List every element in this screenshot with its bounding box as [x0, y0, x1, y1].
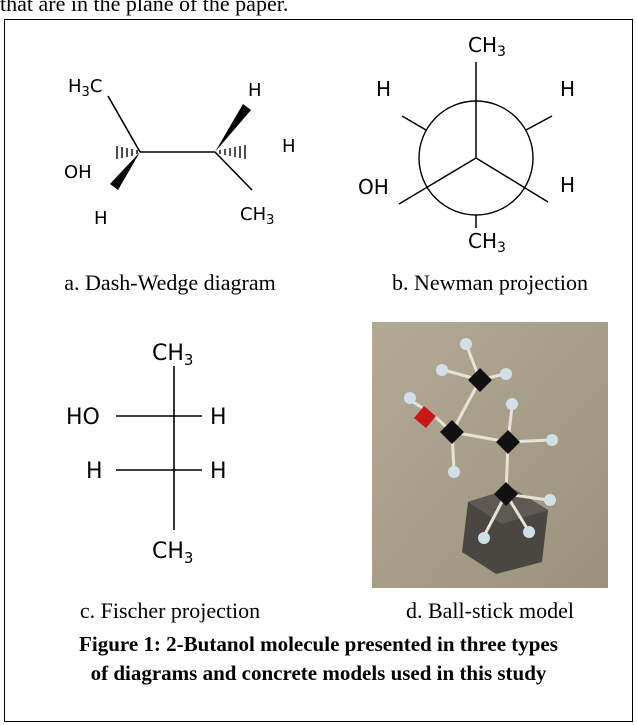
preceding-text-fragment: that are in the plane of the paper. — [0, 0, 289, 16]
hydrogen-atom — [478, 532, 490, 544]
oxygen-atom — [414, 406, 436, 428]
fischer-projection: CH3 HO H H H CH3 — [66, 341, 227, 567]
bond-c2-ch3 — [214, 151, 253, 191]
label-h-right-bottom: H — [560, 173, 575, 197]
label-h-right-top: H — [560, 77, 575, 101]
bond-c1-ch3 — [107, 95, 141, 153]
figure-caption-line-2: of diagrams and concrete models used in … — [90, 661, 547, 685]
label-oh: OH — [64, 162, 92, 183]
hydrogen-atom — [448, 466, 460, 478]
ball-stick-model-illustration — [372, 322, 608, 588]
label-h-left: H — [86, 459, 103, 484]
carbon-atom — [468, 368, 492, 392]
label-h-left: H — [94, 208, 108, 229]
wedge-bond-h-top — [215, 104, 251, 152]
ball-stick-model-photo — [372, 322, 608, 588]
wedge-bond-h-left — [110, 152, 140, 190]
hydrogen-atom — [460, 338, 472, 350]
front-bond-oh — [398, 157, 477, 205]
hydrogen-atom — [544, 494, 556, 506]
back-bond-h-left — [401, 115, 427, 131]
label-h-right-bottom: H — [210, 459, 227, 484]
caption-b: b. Newman projection — [391, 270, 589, 295]
label-ho: HO — [66, 405, 100, 430]
carbon-atom — [494, 482, 518, 506]
label-ch3-bottom: CH3 — [468, 229, 506, 256]
back-bond-h-right — [525, 115, 553, 131]
caption-d: d. Ball-stick model — [405, 598, 575, 623]
hydrogen-atom — [506, 398, 518, 410]
hashed-bond-oh — [116, 146, 138, 159]
newman-projection: CH3 H H OH H CH3 — [358, 33, 575, 256]
label-h3c: H3C — [68, 76, 102, 100]
hashed-bond-h-right — [219, 145, 246, 159]
carbon-atom — [440, 420, 464, 444]
front-bond-h — [475, 157, 549, 203]
hydrogen-atom — [436, 364, 448, 376]
label-ch3-bottom: CH3 — [152, 539, 193, 567]
label-oh: OH — [358, 175, 389, 199]
hydrogen-atom — [546, 434, 558, 446]
label-ch3-top: CH3 — [468, 33, 506, 60]
label-h-left: H — [376, 77, 391, 101]
label-ch3: CH3 — [240, 204, 274, 228]
dash-wedge-diagram: H3C OH H H H CH3 — [64, 76, 296, 229]
caption-c: c. Fischer projection — [79, 598, 261, 623]
hydrogen-atom — [523, 526, 535, 538]
label-ch3-top: CH3 — [152, 341, 193, 369]
label-h-top: H — [248, 80, 262, 101]
hydrogen-atom — [500, 368, 512, 380]
carbon-atom — [496, 430, 520, 454]
hydrogen-atom — [404, 392, 416, 404]
figure-frame — [4, 19, 633, 722]
label-h-right: H — [282, 136, 296, 157]
figure-caption: Figure 1: 2-Butanol molecule presented i… — [4, 630, 633, 688]
caption-a: a. Dash-Wedge diagram — [64, 270, 276, 295]
label-h-right-top: H — [210, 405, 227, 430]
figure-caption-line-1: Figure 1: 2-Butanol molecule presented i… — [79, 632, 558, 656]
